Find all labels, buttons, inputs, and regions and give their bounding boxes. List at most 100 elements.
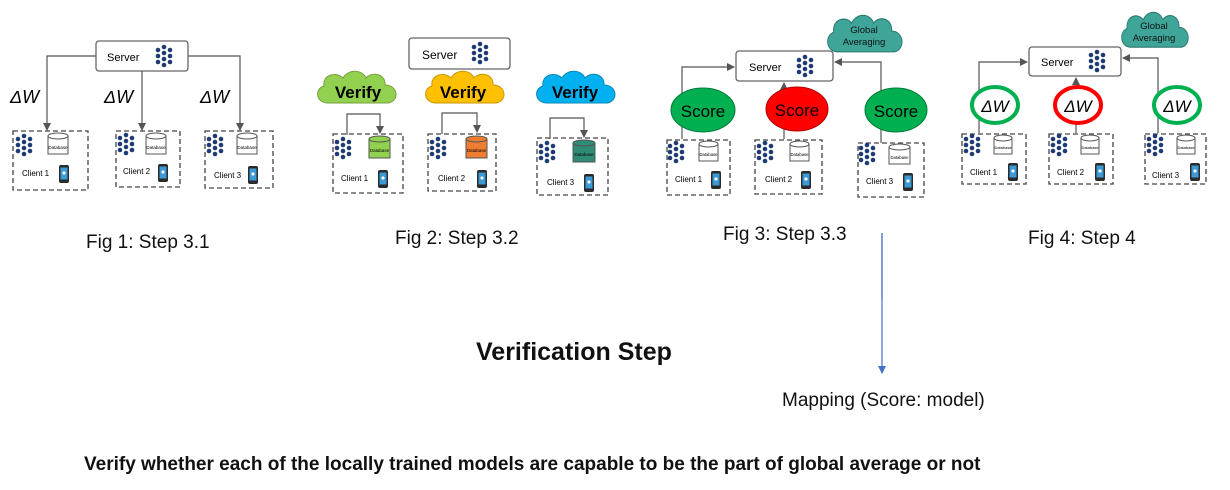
database-icon: Database <box>236 132 258 155</box>
svg-text:Database: Database <box>891 155 910 160</box>
database-icon: Database <box>993 134 1013 155</box>
server-label: Server <box>1041 57 1074 69</box>
database-icon: Database <box>572 139 596 163</box>
verify-arrow <box>549 117 588 139</box>
client-label: Client 3 <box>1152 171 1180 180</box>
verify-label: Verify <box>335 83 382 102</box>
client-label: Client 3 <box>866 177 894 186</box>
phone-icon <box>903 173 913 191</box>
client-label: Client 1 <box>675 175 703 184</box>
bottom-caption: Verify whether each of the locally train… <box>84 454 981 475</box>
fig3: Global Averaging Server Score Score Scor… <box>666 14 928 198</box>
neural-net-icon <box>858 142 876 166</box>
svg-text:Averaging: Averaging <box>1133 33 1176 44</box>
neural-net-icon <box>963 133 981 157</box>
neural-net-icon <box>1050 133 1068 157</box>
database-icon: Database <box>465 135 488 159</box>
svg-text:ΔW: ΔW <box>1162 97 1192 116</box>
svg-text:Score: Score <box>874 102 918 121</box>
neural-net-icon <box>1146 133 1164 157</box>
delta-w-label: ΔW <box>9 87 41 107</box>
verify-label: Verify <box>552 83 599 102</box>
client-label: Client 2 <box>765 175 793 184</box>
server-box <box>735 50 834 82</box>
fig4: Global Averaging Server ΔW ΔW ΔW Dat <box>961 11 1207 185</box>
phone-icon <box>1095 163 1105 181</box>
svg-text:ΔW: ΔW <box>1063 97 1093 116</box>
phone-icon <box>711 171 721 189</box>
svg-text:Database: Database <box>700 152 719 157</box>
phone-icon <box>248 166 258 184</box>
client-box: Database Client 2 <box>115 130 181 188</box>
fig2: Server Verify Verify Verify Database <box>317 37 616 196</box>
score-badge: Score <box>670 87 736 133</box>
client-box: Database Client 2 <box>1048 133 1114 185</box>
update-arrow <box>188 55 244 131</box>
client-box: Database Client 1 <box>12 130 89 191</box>
database-icon: Database <box>789 140 810 162</box>
phone-icon <box>584 174 594 192</box>
score-badge: Score <box>765 86 829 132</box>
fig1-caption: Fig 1: Step 3.1 <box>86 232 210 253</box>
delta-w-label: ΔW <box>199 87 231 107</box>
phone-icon <box>378 170 388 188</box>
client-label: Client 1 <box>341 174 369 183</box>
svg-text:Database: Database <box>994 145 1012 150</box>
database-icon: Database <box>1080 134 1100 155</box>
client-box: Database Client 3 <box>204 130 274 189</box>
verify-cloud: Verify <box>317 70 397 104</box>
database-icon: Database <box>145 132 167 155</box>
phone-icon <box>1008 163 1018 181</box>
client-label: Client 1 <box>970 168 998 177</box>
mapping-label: Mapping (Score: model) <box>782 390 985 411</box>
neural-net-icon <box>667 140 685 164</box>
neural-net-icon <box>117 132 135 156</box>
update-ring: ΔW <box>1053 85 1103 125</box>
phone-icon <box>158 164 168 182</box>
section-heading: Verification Step <box>476 338 672 366</box>
svg-text:Global: Global <box>1140 21 1167 32</box>
phone-icon <box>1190 163 1200 181</box>
update-ring: ΔW <box>1152 85 1202 125</box>
svg-text:Database: Database <box>1081 145 1099 150</box>
svg-text:Database: Database <box>146 145 166 150</box>
client-label: Client 1 <box>22 169 50 178</box>
client-box: Database Client 3 <box>857 142 925 198</box>
database-icon: Database <box>47 132 69 155</box>
database-icon: Database <box>368 135 391 159</box>
neural-net-icon <box>756 140 774 164</box>
score-badge: Score <box>864 87 928 133</box>
client-box: Database Client 3 <box>536 137 609 196</box>
fig2-caption: Fig 2: Step 3.2 <box>395 228 519 249</box>
neural-net-icon <box>206 133 224 157</box>
database-icon: Database <box>1176 134 1196 155</box>
client-box: Database Client 2 <box>427 133 497 192</box>
svg-text:Database: Database <box>467 148 487 153</box>
neural-net-icon <box>538 140 556 164</box>
client-label: Client 2 <box>1057 168 1085 177</box>
global-averaging-cloud: Global Averaging <box>827 14 903 53</box>
update-ring: ΔW <box>970 85 1020 125</box>
neural-net-icon <box>429 136 447 160</box>
client-label: Client 2 <box>438 174 466 183</box>
client-box: Database Client 1 <box>332 133 404 194</box>
update-arrow <box>43 55 96 131</box>
phone-icon <box>477 170 487 188</box>
server-label: Server <box>422 48 457 62</box>
upload-arrow <box>1122 54 1159 133</box>
verify-label: Verify <box>440 83 487 102</box>
verify-arrow <box>441 112 481 134</box>
diagram-canvas: Server ΔW ΔW ΔW Database Client 1 <box>9 11 1207 300</box>
svg-text:Database: Database <box>791 152 810 157</box>
svg-text:ΔW: ΔW <box>980 97 1010 116</box>
phone-icon <box>59 165 69 183</box>
svg-text:Database: Database <box>574 152 594 157</box>
delta-w-label: ΔW <box>103 87 135 107</box>
svg-text:Score: Score <box>681 102 725 121</box>
client-box: Database Client 3 <box>1144 133 1207 185</box>
client-label: Client 2 <box>123 167 151 176</box>
neural-net-icon <box>334 136 352 160</box>
fig1: Server ΔW ΔW ΔW Database Client 1 <box>9 40 274 191</box>
server-label: Server <box>107 52 140 64</box>
fig4-caption: Fig 4: Step 4 <box>1028 228 1136 249</box>
